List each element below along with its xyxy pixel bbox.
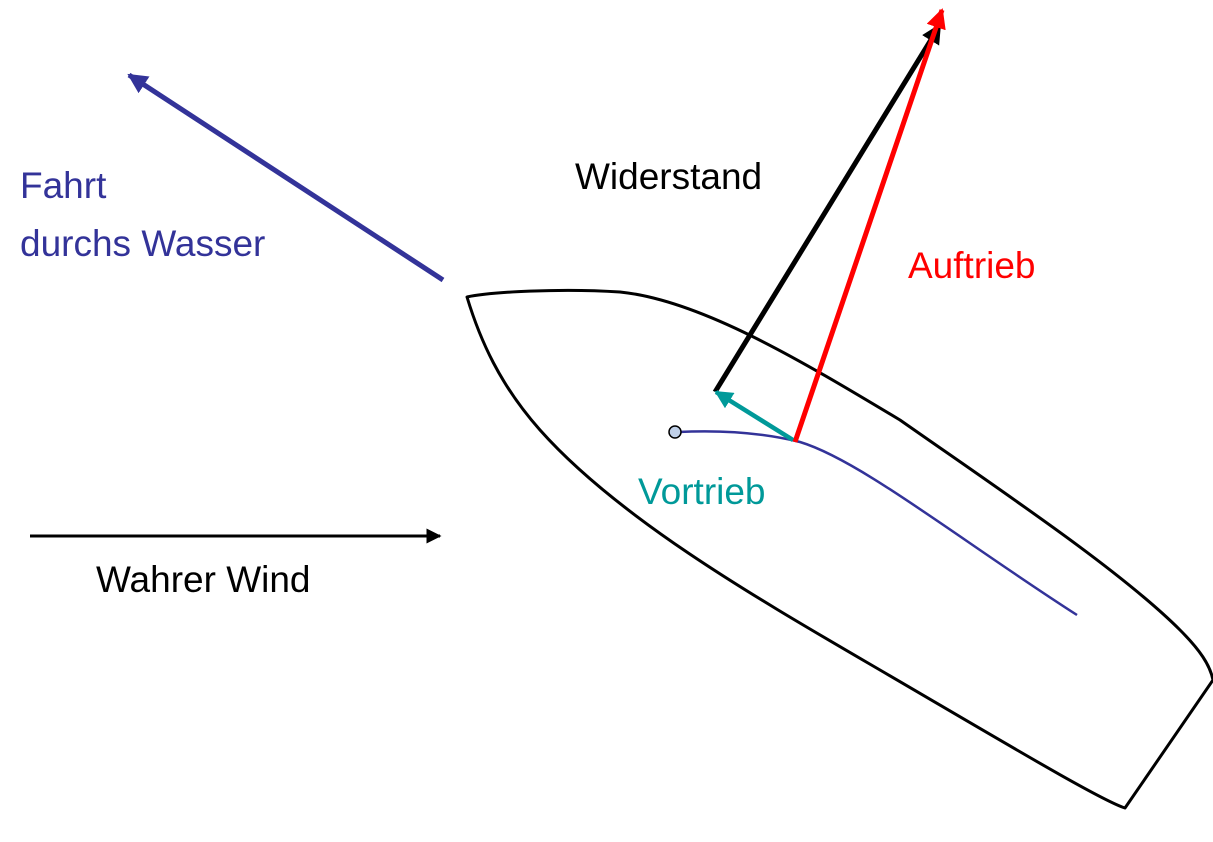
widerstand-arrow — [712, 23, 943, 394]
sail-line — [677, 430, 1078, 617]
fahrt-label-line2: durchs Wasser — [20, 223, 266, 264]
wahrer-wind-label: Wahrer Wind — [96, 559, 311, 600]
mast-point — [668, 425, 682, 439]
vortrieb-label: Vortrieb — [638, 471, 766, 512]
auftrieb-label: Auftrieb — [908, 245, 1036, 286]
boat-hull — [465, 288, 1213, 810]
fahrt-arrow — [127, 72, 445, 283]
widerstand-label: Widerstand — [575, 156, 763, 197]
vortrieb-arrow — [714, 390, 795, 442]
auftrieb-arrow — [792, 8, 946, 443]
fahrt-label-line1: Fahrt — [20, 165, 107, 206]
